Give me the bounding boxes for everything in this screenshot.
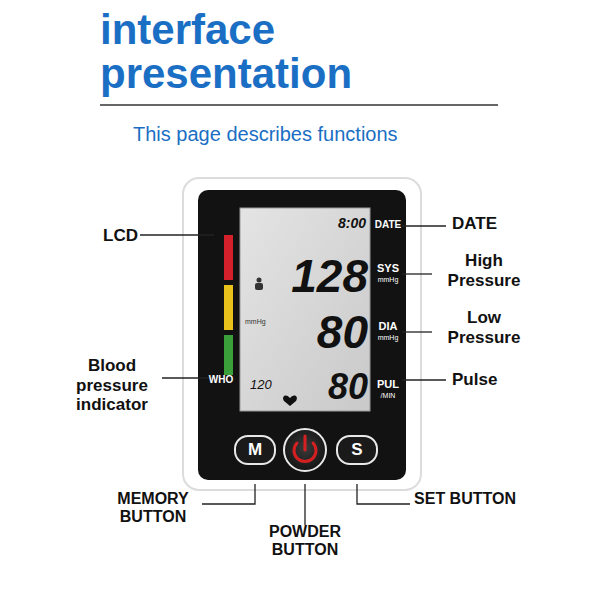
callout-label: High Pressure [434, 251, 534, 290]
heart-icon [283, 395, 297, 406]
panel-label: DIA [372, 320, 404, 333]
button-label: M [248, 440, 262, 460]
power-symbol [304, 436, 307, 450]
indicator-red [224, 235, 233, 280]
panel-label: DATE [372, 219, 404, 231]
title-rule [100, 104, 498, 106]
callout-label: POWDER BUTTON [250, 523, 360, 560]
panel-label: SYS [372, 262, 404, 275]
callout-label: DATE [452, 214, 532, 234]
callout-label: Low Pressure [434, 308, 534, 347]
leader-lines [140, 226, 446, 525]
control-button: S [336, 435, 378, 465]
power-button [284, 429, 326, 471]
callout-label: Pulse [452, 370, 532, 390]
callout-label: MEMORY BUTTON [98, 490, 208, 527]
lcd-unit: mmHg [245, 318, 281, 326]
control-button: M [234, 435, 276, 465]
callout-label: LCD [72, 226, 138, 246]
lcd-memory-value: 120 [250, 378, 284, 393]
page-subtitle: This page describes functions [133, 123, 473, 146]
panel-unit: mmHg [372, 276, 404, 284]
button-label: S [351, 440, 362, 460]
page-title: interface presentation [100, 8, 460, 96]
panel-unit: /MIN [372, 392, 404, 400]
panel-unit: mmHg [372, 334, 404, 342]
lcd-pulse: 80 [300, 366, 368, 407]
callout-label: Blood pressure indicator [62, 356, 162, 415]
lcd-diastolic: 80 [290, 306, 368, 359]
device-housing [183, 178, 421, 490]
indicator-label: WHO [206, 374, 236, 386]
lcd-systolic: 128 [280, 250, 368, 303]
indicator-green [224, 335, 233, 375]
face-panel [198, 190, 406, 480]
panel-label: PUL [372, 378, 404, 391]
person-icon [255, 278, 263, 291]
indicator-yellow [224, 285, 233, 330]
lcd-screen [240, 208, 370, 411]
callout-label: SET BUTTON [410, 490, 520, 508]
lcd-time: 8:00 [310, 215, 366, 231]
